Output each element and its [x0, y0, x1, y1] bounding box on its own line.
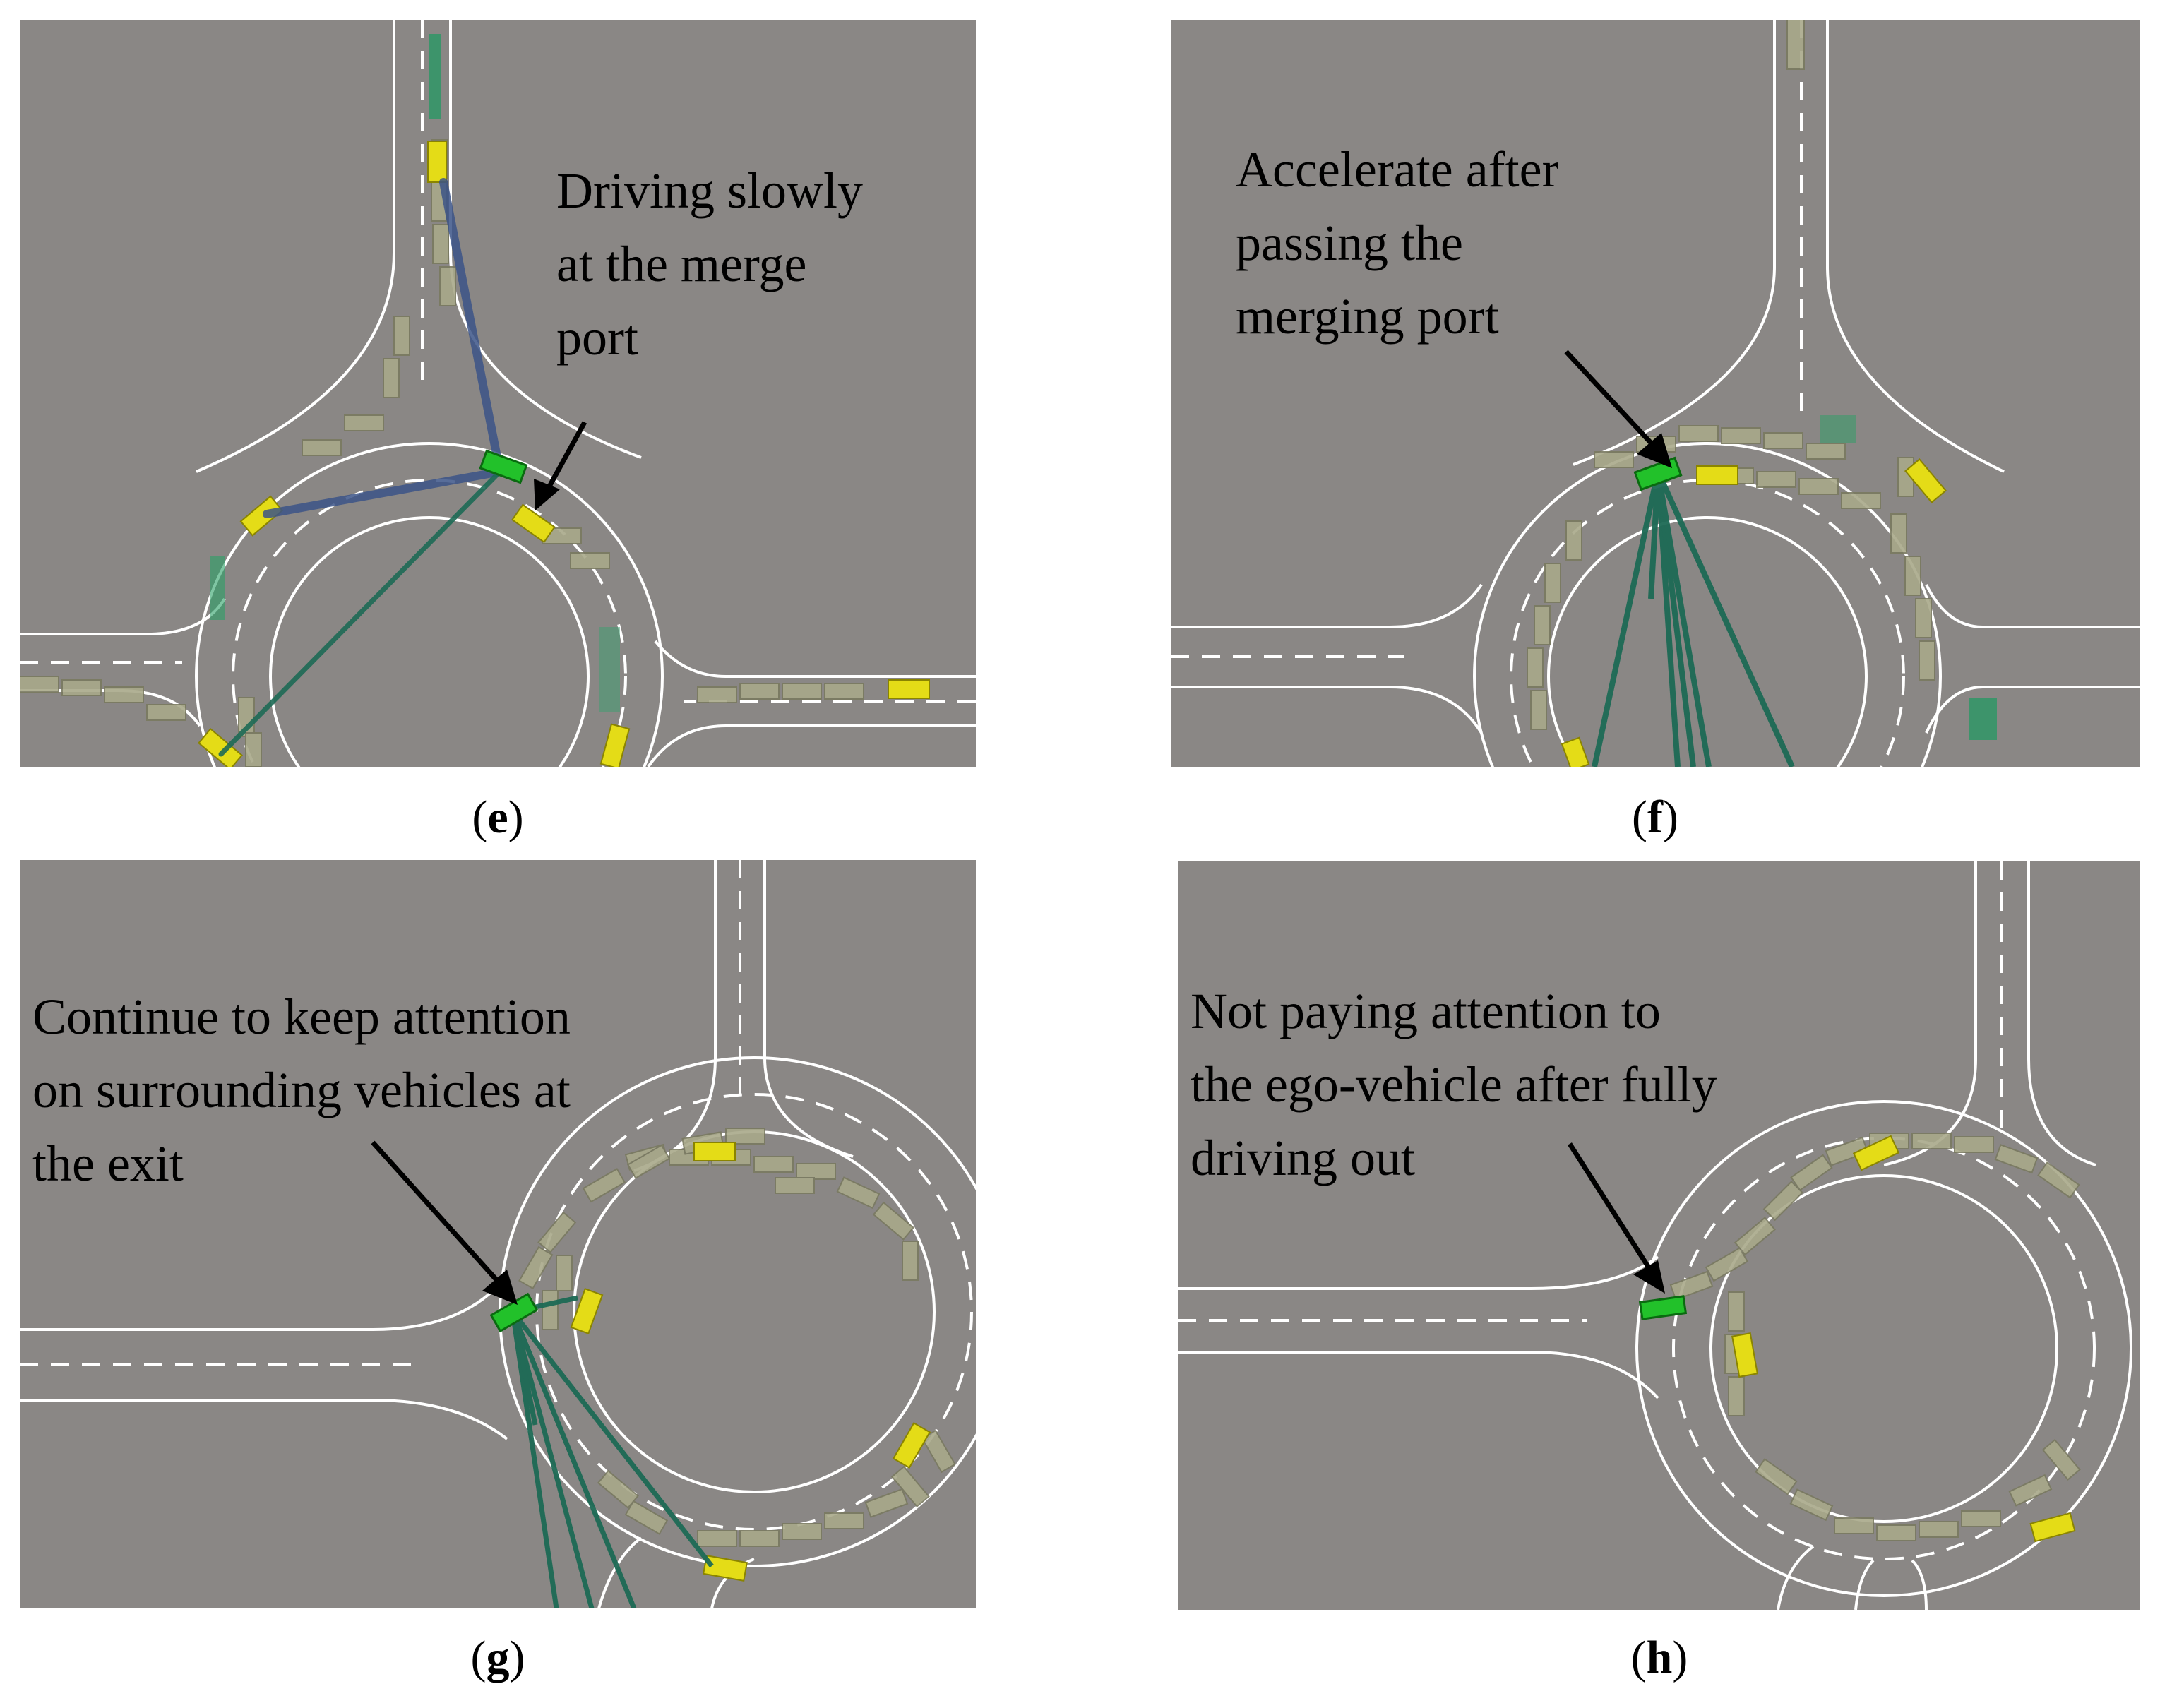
caption-h: (h) [1630, 1632, 1688, 1683]
panel-h: Not paying attention to the ego-vehicle … [1178, 861, 2140, 1610]
roundabout-scene-h [1178, 861, 2132, 1610]
panel-e: Driving slowly at the merge port [20, 20, 976, 767]
annotation-g: Continue to keep attention on surroundin… [32, 989, 571, 1192]
ego-vehicle-e [479, 449, 528, 484]
panel-f: Accelerate after passing the merging por… [1171, 20, 2140, 767]
caption-e: (e) [472, 792, 524, 843]
caption-g: (g) [470, 1632, 525, 1683]
caption-f: (f) [1632, 792, 1678, 843]
annotation-e: Driving slowly at the merge port [556, 162, 864, 366]
annotation-f: Accelerate after passing the merging por… [1236, 141, 1559, 345]
ego-vehicle-h [1638, 1295, 1688, 1320]
annotation-h: Not paying attention to the ego-vehicle … [1191, 983, 1717, 1186]
roundabout-scene-g [20, 860, 976, 1608]
roundabout-scene-e [20, 20, 976, 767]
panel-g: Continue to keep attention on surroundin… [20, 860, 976, 1608]
roundabout-scene-f [1171, 20, 2140, 767]
